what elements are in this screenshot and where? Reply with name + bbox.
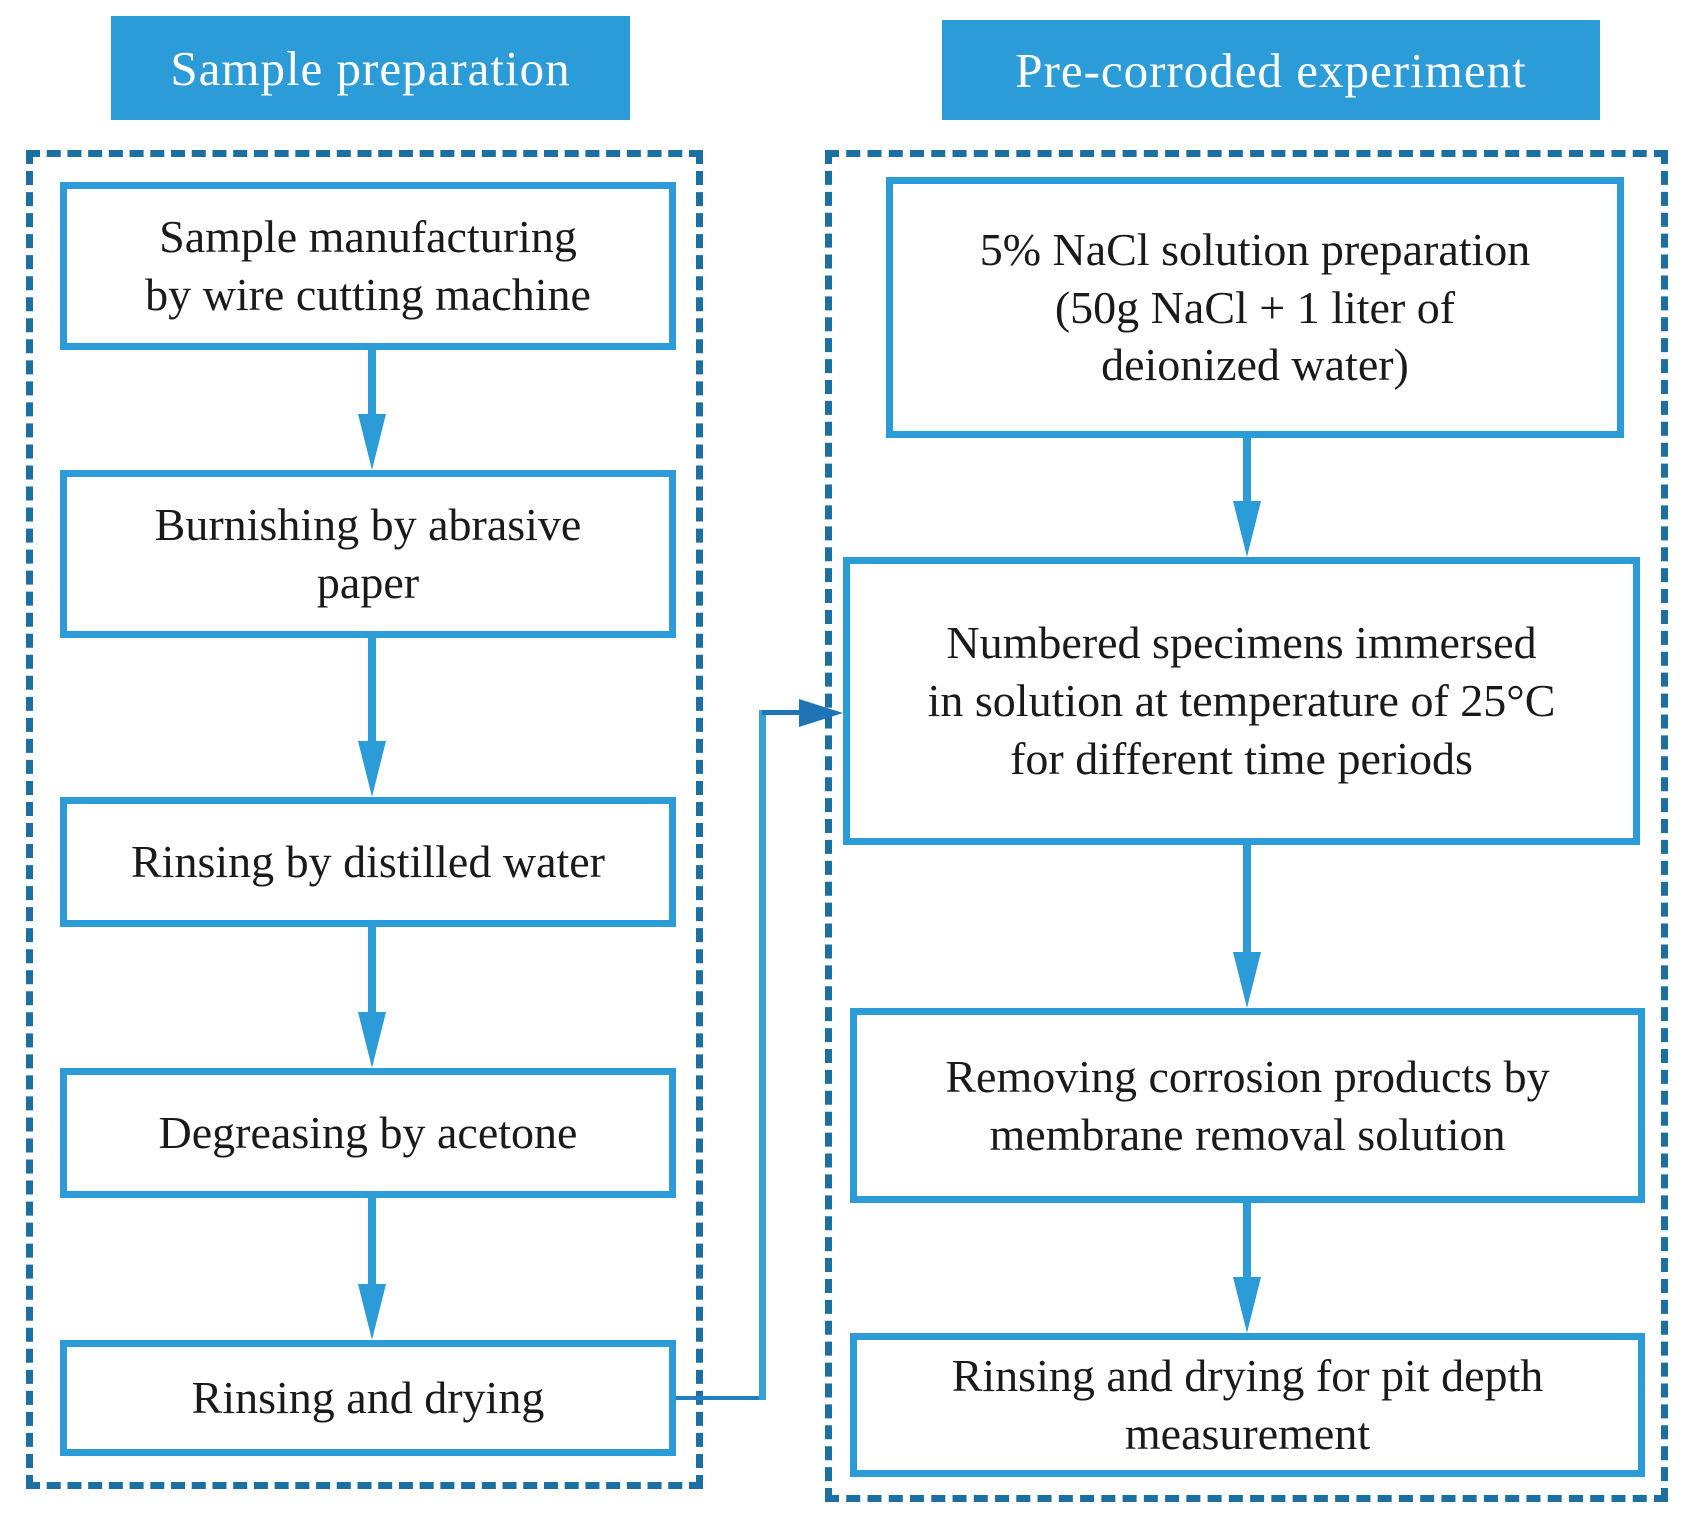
arrow-stem <box>1243 1203 1251 1283</box>
arrow-head-icon <box>1233 501 1261 557</box>
flow-box-rinsing-drying: Rinsing and drying <box>60 1340 676 1456</box>
right-column-header: Pre-corroded experiment <box>942 20 1600 120</box>
flow-box-burnishing: Burnishing by abrasive paper <box>60 470 676 638</box>
arrow-head-icon <box>358 414 386 470</box>
flow-box-rinsing-distilled-water: Rinsing by distilled water <box>60 797 676 927</box>
down-arrow-icon <box>1233 438 1261 557</box>
flow-box-sample-manufacturing: Sample manufacturing by wire cutting mac… <box>60 182 676 350</box>
connector-vertical <box>759 710 766 1400</box>
arrow-head-icon <box>1233 1277 1261 1333</box>
arrow-stem <box>368 927 376 1018</box>
down-arrow-icon <box>358 350 386 470</box>
flow-box-nacl-solution: 5% NaCl solution preparation (50g NaCl +… <box>886 177 1624 438</box>
flow-box-rinsing-drying-pit-depth: Rinsing and drying for pit depth measure… <box>850 1333 1645 1477</box>
flow-box-degreasing: Degreasing by acetone <box>60 1068 676 1198</box>
arrow-head-icon <box>358 1012 386 1068</box>
down-arrow-icon <box>358 927 386 1068</box>
arrow-head-icon <box>358 741 386 797</box>
pre-corroded-experiment-container <box>825 150 1668 1502</box>
arrow-stem <box>368 638 376 747</box>
right-arrow-head-icon <box>799 699 843 727</box>
connector-horizontal-to-specimens <box>762 710 802 715</box>
arrow-stem <box>1243 438 1251 507</box>
flow-box-removing-corrosion-products: Removing corrosion products by membrane … <box>850 1008 1645 1203</box>
arrow-head-icon <box>358 1284 386 1340</box>
arrow-stem <box>1243 845 1251 958</box>
down-arrow-icon <box>358 638 386 797</box>
down-arrow-icon <box>1233 1203 1261 1333</box>
arrow-stem <box>368 1198 376 1290</box>
left-column-header: Sample preparation <box>111 16 630 120</box>
connector-horizontal-from-rinsing-drying <box>676 1396 766 1400</box>
arrow-stem <box>368 350 376 420</box>
down-arrow-icon <box>1233 845 1261 1008</box>
down-arrow-icon <box>358 1198 386 1340</box>
flow-box-specimens-immersed: Numbered specimens immersed in solution … <box>843 557 1640 845</box>
sample-preparation-container <box>26 150 703 1489</box>
arrow-head-icon <box>1233 952 1261 1008</box>
